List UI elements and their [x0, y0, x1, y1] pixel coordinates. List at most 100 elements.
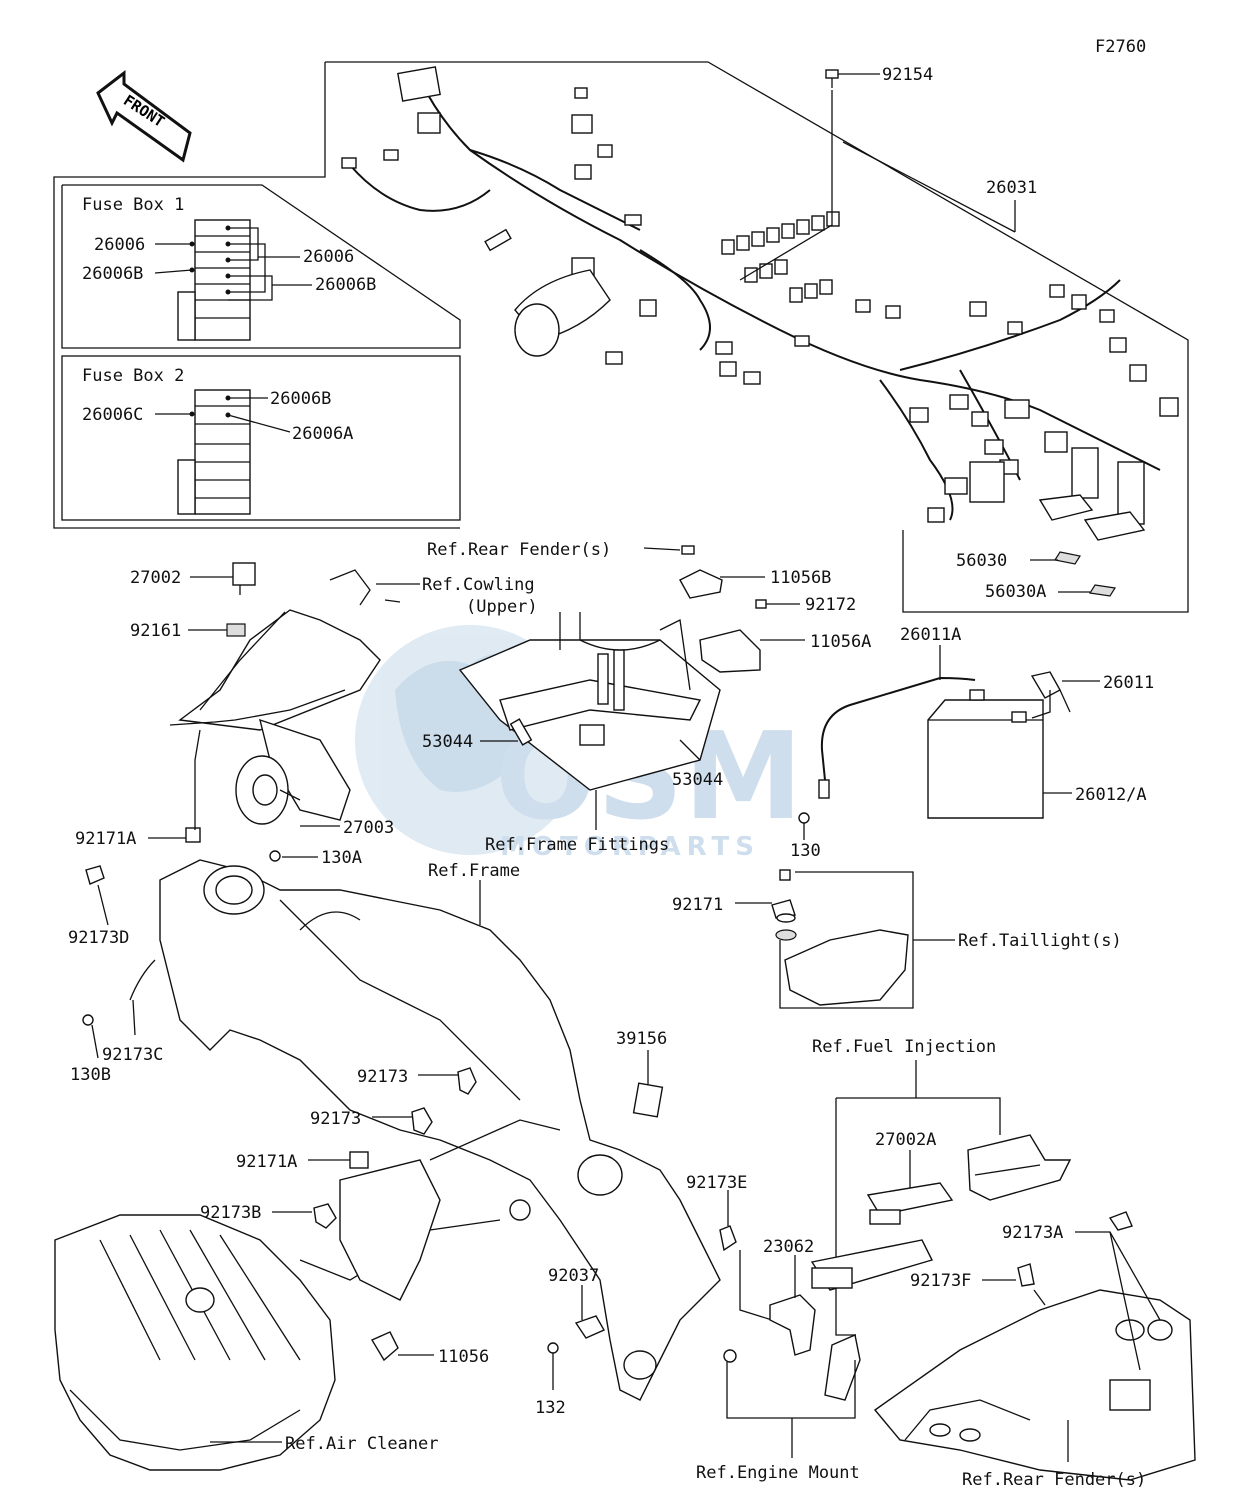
- callout-92173E: 92173E: [686, 1173, 747, 1193]
- ecu-unit: [810, 1239, 934, 1291]
- callout-130B: 130B: [70, 1065, 111, 1085]
- bolt-132-icon: [547, 1342, 559, 1354]
- figure-code: F2760: [1095, 37, 1146, 57]
- air-cleaner: [54, 1214, 336, 1471]
- callout-92173F: 92173F: [910, 1271, 971, 1291]
- fuse-box-1-title: Fuse Box 1: [82, 195, 184, 215]
- callout-92173B: 92173B: [200, 1203, 261, 1223]
- bolt-rear-fender-icon: [681, 545, 695, 555]
- ecu-bracket: [967, 1134, 1072, 1201]
- callout-ref-frame-fittings: Ref.Frame Fittings: [485, 835, 669, 855]
- fuse-box-2-label-26006B: 26006B: [270, 389, 331, 409]
- cowling-bracket: [169, 569, 401, 821]
- fuse-box-1-label-26006B-left: 26006B: [82, 264, 143, 284]
- callout-27003: 27003: [343, 818, 394, 838]
- callout-27002A: 27002A: [875, 1130, 936, 1150]
- callout-92161: 92161: [130, 621, 181, 641]
- callout-11056A: 11056A: [810, 632, 871, 652]
- callout-92171A-bottom: 92171A: [236, 1152, 297, 1172]
- front-arrow-icon: FRONT: [96, 69, 192, 163]
- callout-ref-fuel-injection: Ref.Fuel Injection: [812, 1037, 996, 1057]
- callout-92171: 92171: [672, 895, 723, 915]
- callout-23062: 23062: [763, 1237, 814, 1257]
- callout-ref-air-cleaner: Ref.Air Cleaner: [285, 1434, 439, 1454]
- clip-92173-2: [411, 1107, 433, 1135]
- callout-53044-right: 53044: [672, 770, 723, 790]
- bolt-92172-icon: [755, 599, 767, 609]
- spacer-53044-left: [509, 718, 533, 746]
- callout-132: 132: [535, 1398, 566, 1418]
- connector-92037: [574, 1315, 605, 1339]
- clamp-92171A-bottom: [349, 1151, 369, 1169]
- fuse-box-2-label-26006A: 26006A: [292, 424, 353, 444]
- clip-92173F: [1017, 1263, 1035, 1287]
- frame: [159, 859, 721, 1401]
- clip-92173E: [719, 1225, 737, 1252]
- engine-mount-bracket: [824, 1334, 861, 1401]
- callout-92173D: 92173D: [68, 928, 129, 948]
- callout-ref-engine-mount: Ref.Engine Mount: [696, 1463, 860, 1483]
- relay-27002: [232, 562, 256, 595]
- watermark-sub: MOTORPARTS: [500, 832, 760, 862]
- fuse-box-1-label-26006-right: 26006: [303, 247, 354, 267]
- holder-92161: [226, 623, 246, 637]
- fuse-box-1-label-26006-left: 26006: [94, 235, 145, 255]
- bolt-130B-icon: [82, 1014, 94, 1026]
- bolt-engine-mount-icon: [723, 1349, 737, 1363]
- callout-ref-cowling-1: Ref.Cowling: [422, 575, 535, 595]
- clamp-92171A-top: [185, 827, 201, 843]
- nut-130A-icon: [269, 850, 281, 862]
- callout-11056B: 11056B: [770, 568, 831, 588]
- callout-26031: 26031: [986, 178, 1037, 198]
- clip-92173B: [313, 1203, 337, 1229]
- callout-11056: 11056: [438, 1347, 489, 1367]
- callout-26011: 26011: [1103, 673, 1154, 693]
- callout-92173A: 92173A: [1002, 1223, 1063, 1243]
- clip-11056: [370, 1331, 399, 1362]
- taillight-fasteners: [771, 869, 797, 941]
- fuse-box-1-label-26006B-right: 26006B: [315, 275, 376, 295]
- callout-53044-left: 53044: [422, 732, 473, 752]
- rear-fender: [873, 1289, 1196, 1481]
- callout-92173-1: 92173: [357, 1067, 408, 1087]
- callout-56030A: 56030A: [985, 582, 1046, 602]
- fuse-box-2-label-26006C: 26006C: [82, 405, 143, 425]
- bolt-130-icon: [798, 812, 810, 824]
- bracket-11056A: [699, 629, 761, 673]
- callout-92037: 92037: [548, 1266, 599, 1286]
- battery-26012: [818, 671, 1071, 819]
- callout-92173-2: 92173: [310, 1109, 361, 1129]
- relay-27002A: [866, 1182, 954, 1225]
- horn-27003: [235, 755, 301, 825]
- bracket-23062: [769, 1294, 816, 1356]
- harness-frame: [325, 61, 1189, 613]
- taillight-unit: [784, 929, 909, 1006]
- main-wiring-harness: [341, 66, 1179, 597]
- callout-130A: 130A: [321, 848, 362, 868]
- bolt-92154-icon: [825, 69, 839, 88]
- callout-27002: 27002: [130, 568, 181, 588]
- callout-130: 130: [790, 841, 821, 861]
- battery-case: [458, 612, 721, 791]
- fuse-box-2: Fuse Box 2 26006C 26006B 26006A: [61, 355, 461, 521]
- clip-92173D: [85, 865, 105, 885]
- callout-ref-taillight: Ref.Taillight(s): [958, 931, 1122, 951]
- callout-39156: 39156: [616, 1029, 667, 1049]
- callout-56030: 56030: [956, 551, 1007, 571]
- callout-26011A: 26011A: [900, 625, 961, 645]
- fuse-box-2-title: Fuse Box 2: [82, 366, 184, 386]
- callout-ref-rear-fender-bottom: Ref.Rear Fender(s): [962, 1470, 1146, 1490]
- clip-92173-1: [457, 1067, 477, 1095]
- callout-26012A: 26012/A: [1075, 785, 1147, 805]
- callout-92154: 92154: [882, 65, 933, 85]
- pad-39156: [632, 1082, 664, 1118]
- callout-92173C: 92173C: [102, 1045, 163, 1065]
- callout-92172: 92172: [805, 595, 856, 615]
- callout-ref-cowling-2: (Upper): [466, 597, 538, 617]
- callout-ref-rear-fender-top: Ref.Rear Fender(s): [427, 540, 611, 560]
- fuse-box-1: Fuse Box 1 26006 26006B 26006 26006B: [61, 184, 461, 349]
- callout-92171A-top: 92171A: [75, 829, 136, 849]
- clip-92173A: [1108, 1211, 1133, 1231]
- callout-ref-frame: Ref.Frame: [428, 861, 520, 881]
